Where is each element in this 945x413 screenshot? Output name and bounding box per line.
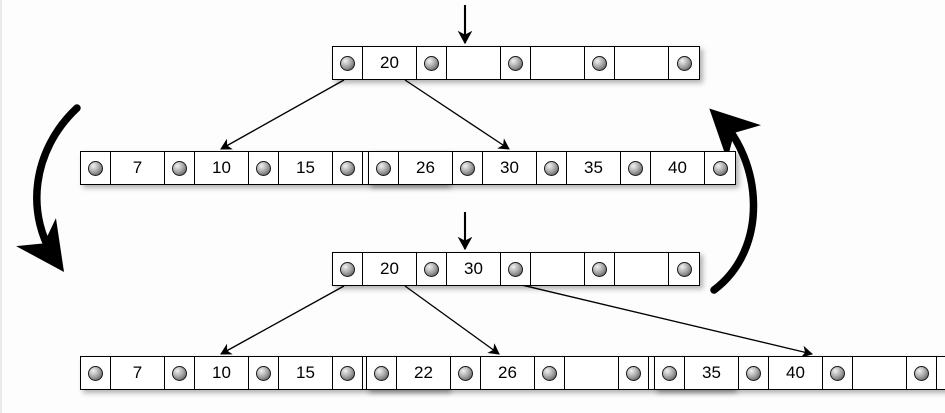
pointer-dot-icon [88, 365, 103, 381]
leaf-before-left-ptr-0 [81, 152, 111, 184]
leaf-before-right-ptr-4 [705, 152, 735, 184]
pointer-dot-icon [626, 365, 641, 381]
root-before-key-3 [615, 47, 669, 79]
leaf-after-middle-ptr-0 [367, 357, 397, 389]
leaf-after-middle-ptr-2 [535, 357, 565, 389]
pointer-dot-icon [628, 160, 643, 176]
flow-arrow-right-up [709, 108, 762, 294]
root-after-ptr-0 [333, 253, 363, 285]
leaf-after-right-key-2 [853, 357, 907, 389]
link-root-before-to-leaf-left [220, 79, 345, 150]
root-after-ptr-2 [501, 253, 531, 285]
pointer-dot-icon [712, 160, 728, 176]
leaf-before-right: 26 30 35 40 [368, 151, 736, 185]
root-before-key-2 [531, 47, 585, 79]
leaf-after-right-ptr-3 [907, 357, 937, 389]
pointer-dot-icon [458, 365, 473, 381]
root-before-key-0: 20 [363, 47, 417, 79]
root-after-key-1: 30 [447, 253, 501, 285]
pointer-dot-icon [830, 365, 845, 381]
leaf-after-left-ptr-0 [81, 357, 111, 389]
leaf-after-middle-key-2 [565, 357, 619, 389]
pointer-dot-icon [592, 55, 607, 71]
pointer-dot-icon [340, 160, 355, 176]
root-after-key-2 [531, 253, 585, 285]
leaf-before-right-ptr-3 [621, 152, 651, 184]
pointer-dot-icon [374, 365, 389, 381]
pointer-dot-icon [914, 365, 929, 381]
root-after-ptr-1 [417, 253, 447, 285]
leaf-after-right-ptr-0 [655, 357, 685, 389]
pointer-dot-icon [88, 160, 103, 176]
leaf-before-right-key-1: 30 [483, 152, 537, 184]
root-after-key-0: 20 [363, 253, 417, 285]
pointer-dot-icon [172, 160, 187, 176]
root-node-before: 20 [332, 46, 700, 80]
root-before-ptr-4 [669, 47, 699, 79]
leaf-before-right-key-0: 26 [399, 152, 453, 184]
pointer-dot-icon [676, 261, 692, 277]
pointer-dot-icon [508, 261, 523, 277]
leaf-before-left-key-2: 15 [279, 152, 333, 184]
leaf-after-left-ptr-2 [249, 357, 279, 389]
link-root-after-to-leaf-left [220, 285, 345, 355]
root-after-ptr-4 [669, 253, 699, 285]
leaf-before-right-ptr-2 [537, 152, 567, 184]
pointer-dot-icon [424, 55, 439, 71]
root-before-ptr-0 [333, 47, 363, 79]
leaf-after-right-ptr-2 [823, 357, 853, 389]
root-before-key-1 [447, 47, 501, 79]
pointer-dot-icon [746, 365, 761, 381]
leaf-after-left-key-0: 7 [111, 357, 165, 389]
pointer-dot-icon [376, 160, 391, 176]
pointer-dot-icon [340, 55, 355, 71]
leaf-before-left-ptr-2 [249, 152, 279, 184]
root-before-ptr-3 [585, 47, 615, 79]
leaf-before-left-key-1: 10 [195, 152, 249, 184]
pointer-dot-icon [340, 365, 355, 381]
pointer-dot-icon [424, 261, 439, 277]
leaf-after-right-key-0: 35 [685, 357, 739, 389]
pointer-dot-icon [592, 261, 607, 277]
leaf-before-right-key-3: 40 [651, 152, 705, 184]
leaf-after-middle-ptr-1 [451, 357, 481, 389]
pointer-dot-icon [662, 365, 677, 381]
leaf-after-right-ptr-1 [739, 357, 769, 389]
leaf-before-right-ptr-1 [453, 152, 483, 184]
pointer-dot-icon [340, 261, 355, 277]
leaf-before-left-ptr-3 [333, 152, 363, 184]
leaf-after-right-key-3 [937, 357, 945, 389]
leaf-before-left-ptr-1 [165, 152, 195, 184]
leaf-before-right-ptr-0 [369, 152, 399, 184]
pointer-dot-icon [676, 55, 692, 71]
root-after-ptr-3 [585, 253, 615, 285]
leaf-after-right: 35 40 [654, 356, 945, 390]
leaf-after-left-ptr-1 [165, 357, 195, 389]
pointer-dot-icon [256, 365, 271, 381]
flow-arrow-left-down [16, 104, 81, 272]
leaf-after-right-key-1: 40 [769, 357, 823, 389]
root-before-ptr-2 [501, 47, 531, 79]
leaf-before-left-key-0: 7 [111, 152, 165, 184]
link-root-after-to-leaf-middle [404, 285, 500, 355]
leaf-before-right-key-2: 35 [567, 152, 621, 184]
pointer-dot-icon [172, 365, 187, 381]
root-before-ptr-1 [417, 47, 447, 79]
pointer-dot-icon [508, 55, 523, 71]
leaf-after-left-key-2: 15 [279, 357, 333, 389]
pointer-dot-icon [256, 160, 271, 176]
pointer-dot-icon [542, 365, 557, 381]
leaf-after-middle-key-1: 26 [481, 357, 535, 389]
leaf-after-middle-key-0: 22 [397, 357, 451, 389]
leaf-after-left-ptr-3 [333, 357, 363, 389]
leaf-after-left-key-1: 10 [195, 357, 249, 389]
root-after-key-3 [615, 253, 669, 285]
leaf-after-middle-ptr-3 [619, 357, 649, 389]
link-root-before-to-leaf-right [404, 79, 510, 150]
pointer-dot-icon [460, 160, 475, 176]
pointer-dot-icon [544, 160, 559, 176]
